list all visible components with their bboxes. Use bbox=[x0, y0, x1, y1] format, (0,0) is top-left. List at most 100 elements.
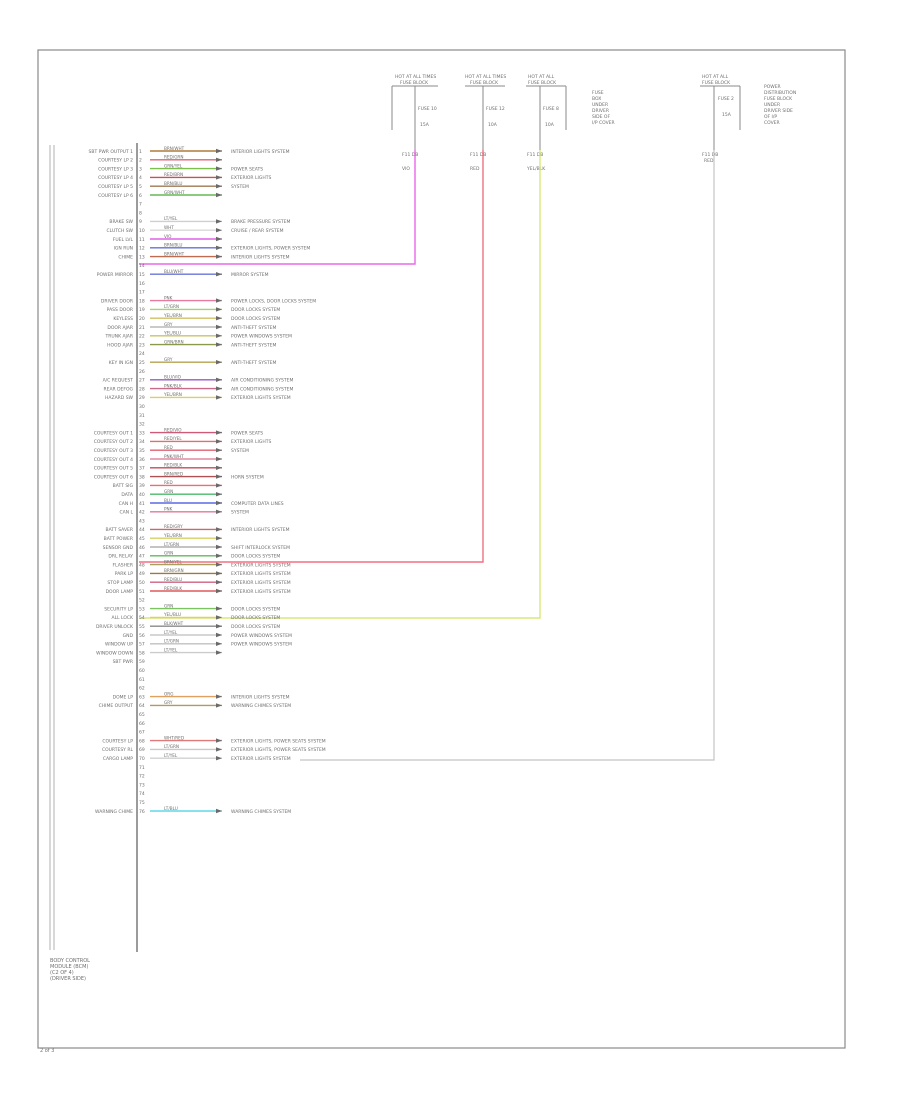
destination-system: INTERIOR LIGHTS SYSTEM bbox=[231, 149, 290, 155]
fuse-block-title: HOT AT ALL TIMES bbox=[465, 74, 506, 80]
pin-number: 63 bbox=[139, 694, 145, 700]
pin-number: 53 bbox=[139, 606, 145, 612]
pin-number: 5 bbox=[139, 184, 142, 190]
wire-color-code: RED/BLK bbox=[164, 463, 182, 468]
pin-function-label: COURTESY LP 5 bbox=[98, 184, 133, 190]
wire-color-code: RED/BLK bbox=[164, 586, 182, 591]
pin-number: 21 bbox=[139, 325, 145, 331]
destination-system: DOOR LOCKS SYSTEM bbox=[231, 624, 280, 630]
wire-color-code: LT/YEL bbox=[164, 647, 178, 652]
fuse-block-title: FUSE BLOCK bbox=[400, 80, 429, 86]
arrow-icon bbox=[216, 808, 222, 814]
pin-number: 41 bbox=[139, 501, 145, 507]
pin-row: 67 bbox=[139, 730, 145, 736]
destination-system: DOOR LOCKS SYSTEM bbox=[231, 307, 280, 313]
arrow-icon bbox=[216, 184, 222, 189]
pin-number: 22 bbox=[139, 334, 145, 340]
pin-number: 51 bbox=[139, 589, 145, 595]
pin-function-label: BRAKE SW bbox=[109, 219, 133, 225]
arrow-icon bbox=[216, 324, 222, 330]
wire-color-code: VIO bbox=[164, 234, 172, 239]
wire-color-code: YEL/BRN bbox=[163, 392, 182, 397]
page-id: 2 of 3 bbox=[40, 1048, 54, 1054]
pin-number: 55 bbox=[139, 624, 145, 630]
pin-function-label: HAZARD SW bbox=[105, 395, 134, 401]
fuse-note-line: DRIVER bbox=[592, 108, 609, 114]
wire-color-code: GRN bbox=[164, 489, 173, 494]
pin-function-label: DOOR LAMP bbox=[106, 589, 134, 595]
fuse-label: F11 DB bbox=[402, 152, 418, 158]
pin-row: 66 bbox=[139, 721, 145, 727]
pin-function-label: DOOR AJAR bbox=[107, 325, 133, 331]
pin-function-label: WINDOW UP bbox=[105, 642, 133, 648]
fuse-note: FUSE BOX UNDER DRIVER SIDE OF I/P COVER bbox=[592, 90, 615, 126]
fuse-note-line: POWER bbox=[764, 84, 781, 90]
fuse-note-line: DRIVER SIDE bbox=[764, 108, 793, 114]
pin-number: 3 bbox=[139, 166, 142, 172]
pin-function-label: DRL RELAY bbox=[108, 554, 133, 560]
destination-system: EXTERIOR LIGHTS SYSTEM bbox=[231, 571, 291, 577]
arrow-icon bbox=[216, 175, 222, 180]
wire-color-code: RED/VIO bbox=[164, 427, 182, 432]
wire-color-code: ORG bbox=[164, 691, 173, 696]
destination-system: CRUISE / REAR SYSTEM bbox=[231, 228, 284, 234]
pin-function-label: A/C REQUEST bbox=[103, 378, 134, 384]
destination-system: ANTI-THEFT SYSTEM bbox=[231, 325, 276, 331]
fuse-number: FUSE 10 bbox=[418, 106, 437, 112]
arrow-icon bbox=[216, 756, 222, 761]
pin-number: 36 bbox=[139, 457, 145, 463]
fuse-label: F11 DB bbox=[527, 152, 543, 158]
pin-number: 15 bbox=[139, 272, 145, 278]
pin-function-label: DRIVER UNLOCK bbox=[96, 624, 134, 630]
pin-function-label: DRIVER DOOR bbox=[101, 298, 133, 304]
pin-number: 45 bbox=[139, 536, 145, 542]
pin-number: 65 bbox=[139, 712, 145, 718]
destination-system: POWER WINDOWS SYSTEM bbox=[231, 633, 292, 639]
destination-system: DOOR LOCKS SYSTEM bbox=[231, 615, 280, 621]
wire-color-code: GRY bbox=[164, 357, 173, 362]
fuse-block-title: FUSE BLOCK bbox=[702, 80, 731, 86]
destination-system: EXTERIOR LIGHTS SYSTEM bbox=[231, 562, 291, 568]
fuse-number: FUSE 2 bbox=[718, 96, 734, 102]
arrow-icon bbox=[216, 483, 222, 488]
pin-number: 73 bbox=[139, 782, 145, 788]
destination-system: HORN SYSTEM bbox=[231, 474, 264, 480]
pin-number: 11 bbox=[139, 237, 145, 243]
pin-function-label: STOP LAMP bbox=[107, 580, 133, 586]
pin-row: 32 bbox=[139, 422, 145, 428]
pin-function-label: CAN H bbox=[119, 501, 133, 507]
destination-system: DOOR LOCKS SYSTEM bbox=[231, 554, 280, 560]
wire-color-code: BRN/GRN bbox=[164, 568, 184, 573]
fuse-amps: 10A bbox=[488, 122, 498, 128]
pin-function-label: IGN RUN bbox=[114, 246, 133, 252]
pin-number: 31 bbox=[139, 413, 145, 419]
wire-color-code: GRY bbox=[164, 322, 173, 327]
arrow-icon bbox=[216, 650, 222, 655]
fuse-note-line: I/P COVER bbox=[592, 120, 615, 126]
destination-system: DOOR LOCKS SYSTEM bbox=[231, 316, 280, 322]
module-name-line: BODY CONTROL bbox=[50, 958, 90, 964]
arrow-icon bbox=[216, 245, 222, 250]
pin-number: 23 bbox=[139, 342, 145, 348]
arrow-icon bbox=[216, 333, 222, 338]
pin-number: 14 bbox=[139, 263, 145, 269]
wire-color-code: PNK/WHT bbox=[164, 454, 184, 459]
pin-function-label: COURTESY OUT 5 bbox=[94, 466, 133, 472]
pin-number: 58 bbox=[139, 650, 145, 656]
fuse-wire-color: RED bbox=[704, 158, 714, 164]
pin-function-label: PARK LP bbox=[115, 571, 134, 577]
arrow-icon bbox=[216, 588, 222, 594]
pin-number: 54 bbox=[139, 615, 145, 621]
arrow-icon bbox=[216, 219, 222, 224]
fuse-note: POWER DISTRIBUTION FUSE BLOCK UNDER DRIV… bbox=[764, 84, 796, 126]
destination-system: SYSTEM bbox=[231, 510, 249, 516]
fuse-amps: 10A bbox=[545, 122, 555, 128]
pin-function-label: COURTESY RL bbox=[102, 747, 134, 753]
